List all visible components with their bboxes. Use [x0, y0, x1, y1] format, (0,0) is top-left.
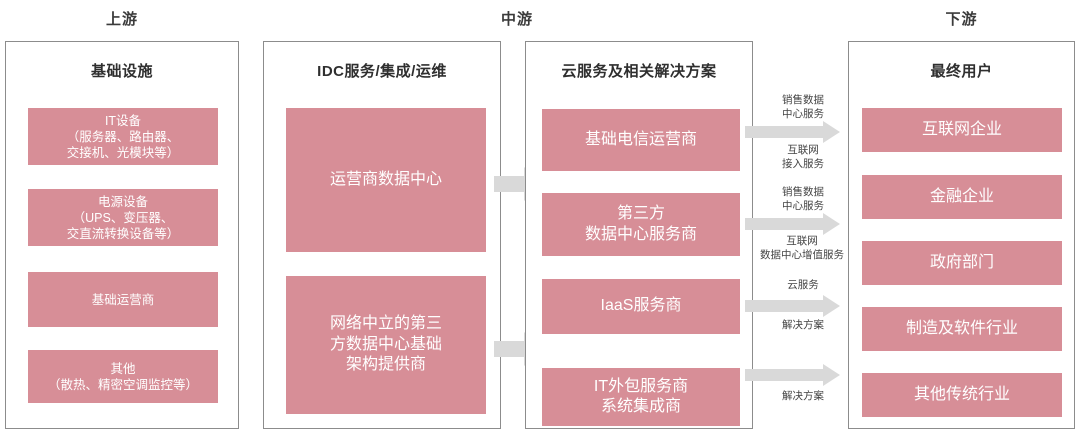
flow-label-solution-2: 解决方案: [782, 390, 824, 402]
chip-government-department[interactable]: 政府部门: [862, 241, 1062, 285]
panel-title-upstream-infrastructure: 基础设施: [90, 63, 153, 80]
chip-operator-data-center[interactable]: 运营商数据中心: [286, 108, 486, 252]
chip-basic-telecom-operator[interactable]: 基础电信运营商: [542, 109, 740, 171]
chip-other-cooling[interactable]: 其他 （散热、精密空调监控等）: [28, 350, 218, 403]
stage-title-downstream: 下游: [945, 11, 978, 28]
panel-upstream-infrastructure: 基础设施 IT设备 （服务器、路由器、 交接机、光模块等） 电源设备 （UPS、…: [5, 41, 239, 429]
stage-title-midstream: 中游: [500, 11, 533, 28]
flow-label-internet-dc-value-added: 互联网 数据中心增值服务: [760, 235, 844, 261]
stage-title-upstream: 上游: [105, 11, 138, 28]
panel-idc-service: IDC服务/集成/运维 运营商数据中心 网络中立的第三 方数据中心基础 架构提供…: [263, 41, 501, 429]
panel-title-idc-service: IDC服务/集成/运维: [317, 63, 447, 80]
flow-label-internet-access: 互联网 接入服务: [782, 144, 824, 170]
chip-other-traditional-industry[interactable]: 其他传统行业: [862, 373, 1062, 417]
flow-label-solution-1: 解决方案: [782, 319, 824, 331]
chip-network-neutral-third-party[interactable]: 网络中立的第三 方数据中心基础 架构提供商: [286, 276, 486, 414]
chip-basic-operator[interactable]: 基础运营商: [28, 272, 218, 327]
arrow-cloud-to-user-3: [745, 295, 840, 317]
chip-power-equipment[interactable]: 电源设备 （UPS、变压器、 交直流转换设备等）: [28, 189, 218, 246]
chip-internet-enterprise[interactable]: 互联网企业: [862, 108, 1062, 152]
chip-iaas-provider[interactable]: IaaS服务商: [542, 279, 740, 334]
chip-financial-enterprise[interactable]: 金融企业: [862, 175, 1062, 219]
panel-title-cloud-service: 云服务及相关解决方案: [561, 63, 717, 80]
panel-title-end-users: 最终用户: [930, 63, 993, 80]
flow-label-sales-dc-service-2: 销售数据 中心服务: [782, 186, 824, 212]
arrow-cloud-to-user-2: [745, 213, 840, 235]
flow-label-sales-dc-service-1: 销售数据 中心服务: [782, 94, 824, 120]
panel-end-users: 最终用户 互联网企业 金融企业 政府部门 制造及软件行业 其他传统行业: [848, 41, 1075, 429]
panel-cloud-service: 云服务及相关解决方案 基础电信运营商 第三方 数据中心服务商 IaaS服务商 I…: [525, 41, 753, 429]
flow-label-cloud-service: 云服务: [787, 279, 819, 291]
chip-manufacturing-software[interactable]: 制造及软件行业: [862, 307, 1062, 351]
arrow-cloud-to-user-1: [745, 121, 840, 143]
chip-it-outsourcing-si[interactable]: IT外包服务商 系统集成商: [542, 368, 740, 426]
chip-third-party-dc-provider[interactable]: 第三方 数据中心服务商: [542, 193, 740, 256]
chip-it-equipment[interactable]: IT设备 （服务器、路由器、 交接机、光模块等）: [28, 108, 218, 165]
arrow-cloud-to-user-4: [745, 364, 840, 386]
